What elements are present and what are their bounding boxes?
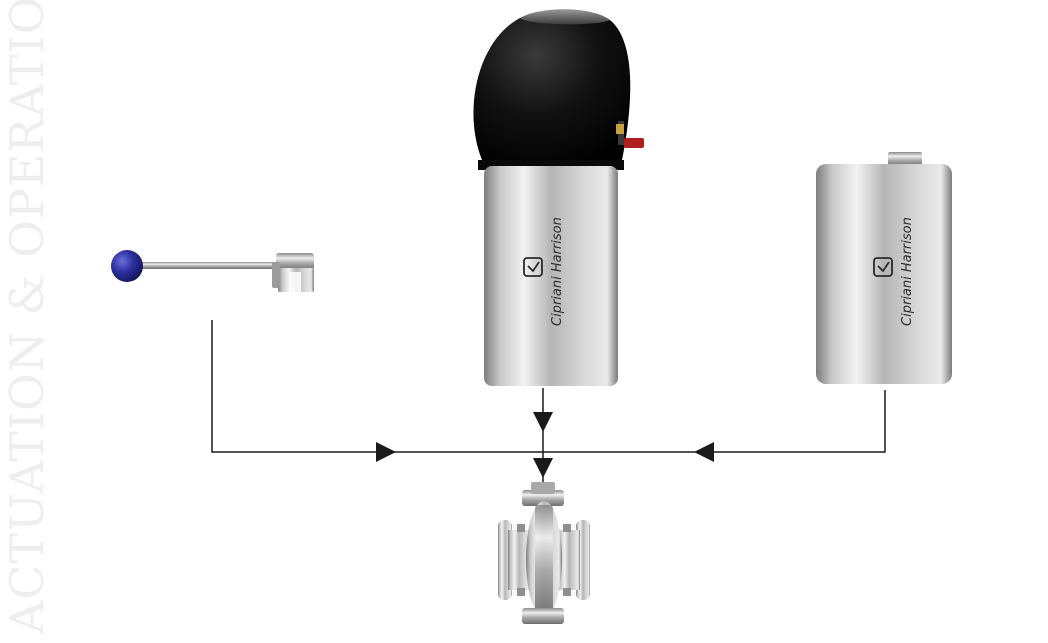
brand-name: Cipriani Harrison xyxy=(900,217,915,326)
connector-line xyxy=(211,320,875,453)
check-box-icon xyxy=(873,257,893,277)
check-mark-icon xyxy=(877,261,890,273)
brand-logo-electric: Cipriani Harrison xyxy=(873,217,915,326)
arrow-down-icon xyxy=(533,412,553,432)
brand-logo-pneumatic: Cipriani Harrison xyxy=(523,217,565,326)
connector-line xyxy=(875,390,886,453)
butterfly-valve-icon xyxy=(498,482,590,624)
brand-name: Cipriani Harrison xyxy=(550,217,565,326)
arrow-right-icon xyxy=(376,442,396,462)
check-mark-icon xyxy=(527,261,540,273)
electric-actuator-icon xyxy=(816,152,952,384)
check-box-icon xyxy=(523,257,543,277)
lever-handle-icon xyxy=(111,250,314,292)
pneumatic-actuator-icon xyxy=(473,9,644,386)
arrow-left-icon xyxy=(694,442,714,462)
arrow-down-icon xyxy=(533,458,553,478)
